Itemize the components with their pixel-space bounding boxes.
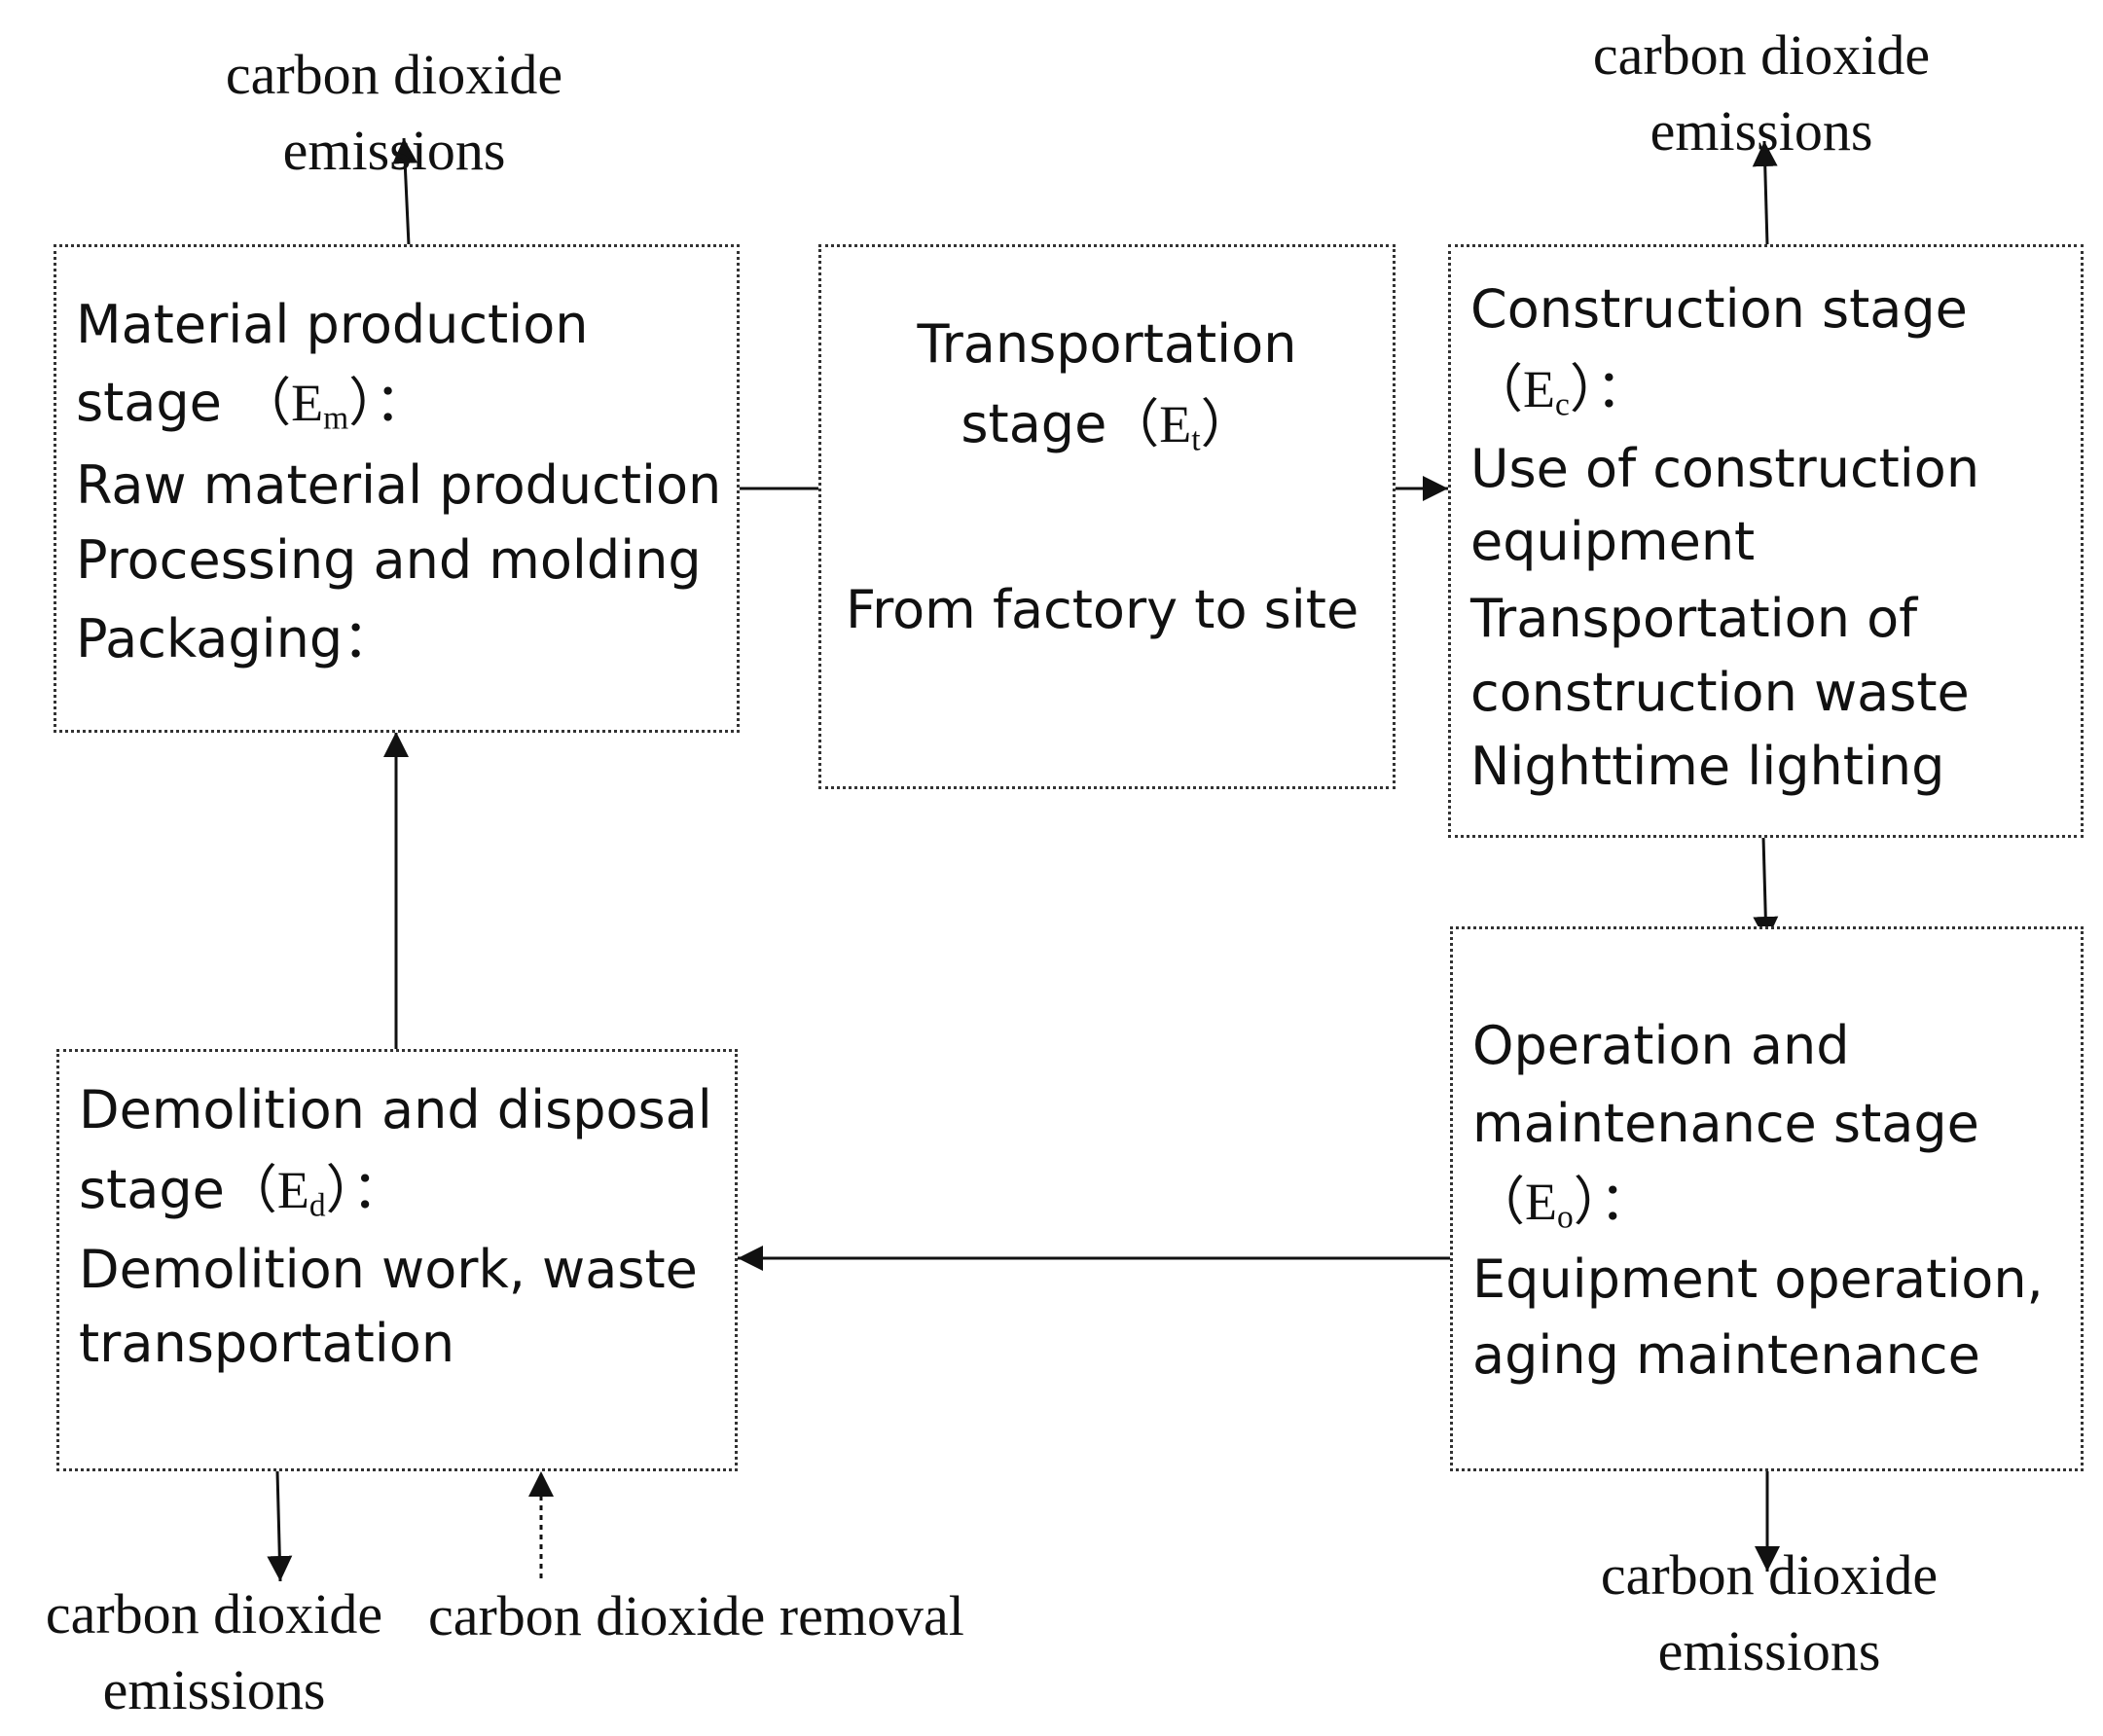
construction-title-line: Construction stage [1470,278,1968,340]
transport-symbol: E [1159,395,1192,453]
construction-symbol: E [1523,360,1555,418]
construction-box: Construction stage （Ec）： Use of construc… [1448,244,2084,838]
demolition-disposal-box: Demolition and disposal stage（Ed）： Demol… [56,1049,738,1471]
operation-maintenance-box: Operation and maintenance stage （Eo）： Eq… [1450,926,2084,1471]
emissions-label-top-right: carbon dioxide emissions [1592,23,1931,163]
material-stage-line: stage （Em）： [76,372,428,437]
demolition-item-1: Demolition work, waste [79,1239,698,1300]
construction-item-lighting: Nighttime lighting [1470,736,1945,797]
demolition-title-line: Demolition and disposal [79,1079,712,1140]
demolition-item-2: transportation [79,1313,455,1374]
emissions-label-bottom-right: carbon dioxide emissions [1600,1543,1939,1682]
arrow-construction-to-operation [1753,836,1779,943]
operation-subscript: o [1557,1199,1574,1236]
transport-stage-line: stage（Et） [961,393,1253,458]
construction-item-waste-1: Transportation of [1470,588,1918,649]
material-symbol: E [291,374,324,432]
material-subscript: m [323,400,349,437]
emissions-label-bottom-left: carbon dioxide emissions [45,1582,383,1721]
construction-stage-line: （Ec）： [1470,358,1649,423]
demolition-stage-line: stage（Ed）： [79,1159,405,1224]
material-item-packaging: Packaging： [76,608,396,669]
transport-title-line: Transportation [917,313,1297,375]
demolition-symbol: E [276,1161,309,1219]
material-item-raw: Raw material production [76,454,722,516]
construction-subscript: c [1555,386,1570,423]
material-item-processing: Processing and molding [76,529,702,591]
arrow-demolition-emissions [267,1470,293,1582]
construction-item-waste-2: construction waste [1470,662,1970,723]
demolition-subscript: d [308,1187,326,1224]
operation-stage-line: （Eo）： [1472,1171,1652,1236]
arrow-material-emissions [392,137,418,246]
operation-title-line-1: Operation and [1472,1015,1850,1076]
operation-item-2: aging maintenance [1472,1324,1980,1386]
removal-label: carbon dioxide removal [428,1584,964,1647]
operation-symbol: E [1525,1173,1557,1231]
material-production-box: Material production stage （Em）： Raw mate… [54,244,740,733]
material-title-line: Material production [76,294,589,355]
arrow-construction-emissions [1752,140,1778,246]
operation-item-1: Equipment operation, [1472,1248,2044,1310]
operation-title-line-2: maintenance stage [1472,1093,1979,1154]
transportation-box: Transportation stage（Et） From factory to… [818,244,1396,789]
construction-item-equipment-2: equipment [1470,511,1756,572]
construction-item-equipment-1: Use of construction [1470,438,1980,499]
transport-subscript: t [1191,421,1201,458]
emissions-label-top-left: carbon dioxide emissions [225,43,563,182]
transport-route: From factory to site [846,579,1360,640]
